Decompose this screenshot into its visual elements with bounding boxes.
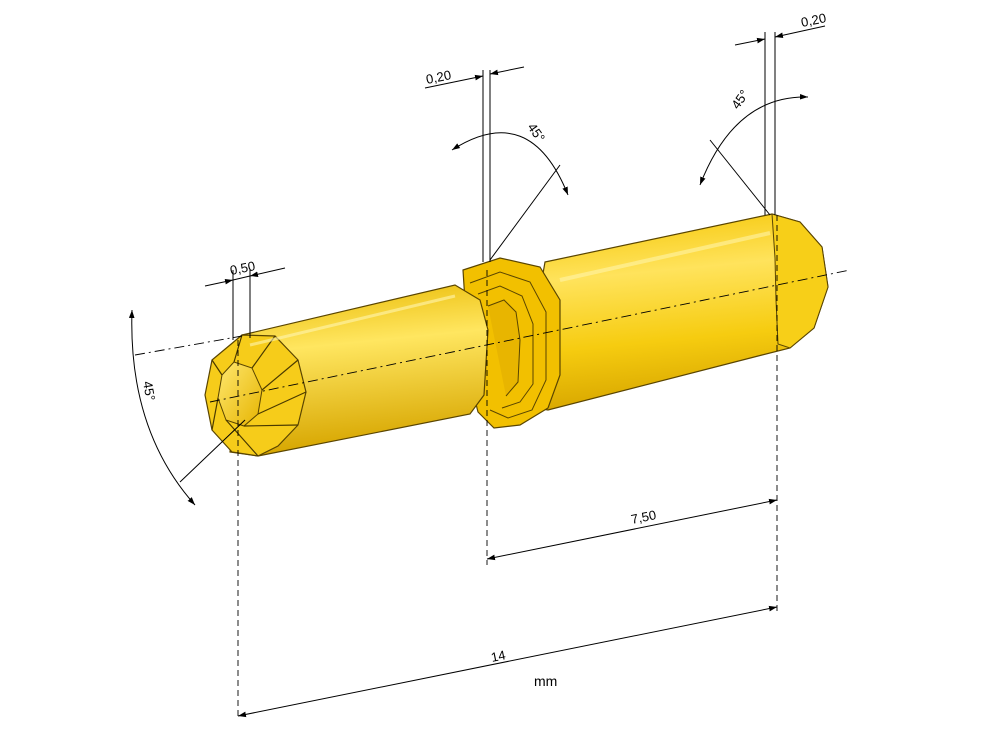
- pin-3d-model: [204, 213, 829, 457]
- pin-highlight-2: [559, 231, 771, 282]
- dim-tip-chamfer-line: [204, 278, 234, 287]
- dim-overall-line: [237, 605, 778, 718]
- dim-tip-angle-label: 45°: [140, 380, 158, 402]
- dim-end-angle-arc: [699, 93, 809, 186]
- dim-shoulder-chamfer-line-2: [489, 66, 525, 76]
- dim-body-line: [486, 498, 778, 561]
- pin-highlight: [249, 294, 456, 347]
- dim-end-angle-leader: [709, 139, 771, 216]
- dim-end-angle-label: 45°: [728, 87, 752, 112]
- dim-tip-chamfer-label: 0,50: [229, 258, 257, 278]
- dim-body-label: 7,50: [630, 507, 658, 527]
- unit-label: mm: [534, 673, 557, 689]
- dimensions: 14 7,50 0,50 0,20 0,20 45° 45° 45°: [128, 10, 828, 718]
- dim-tip-chamfer-join: [232, 275, 251, 281]
- dim-end-chamfer-line: [734, 37, 766, 46]
- dim-overall-label: 14: [490, 647, 507, 665]
- collar-ring-1: [469, 271, 547, 419]
- dim-shoulder-angle-arc: [451, 132, 569, 196]
- dim-end-chamfer-line-2: [774, 25, 826, 39]
- dim-shoulder-chamfer-line: [424, 74, 484, 89]
- pin-end-face: [771, 213, 829, 349]
- dim-tip-angle-leader: [179, 419, 246, 483]
- dim-end-chamfer-label: 0,20: [800, 10, 828, 30]
- center-axis-line: [209, 269, 851, 403]
- collar-ring-2: [477, 285, 534, 409]
- dim-shoulder-chamfer-label: 0,20: [425, 67, 453, 87]
- dim-tip-angle-arc: [128, 309, 196, 506]
- dim-tip-chamfer-line-2: [249, 267, 286, 277]
- dim-shoulder-angle-leader: [489, 164, 561, 261]
- collar-ring-3: [487, 299, 521, 397]
- tip-facet-edges: [211, 334, 307, 457]
- dim-shoulder-angle-label: 45°: [525, 120, 549, 145]
